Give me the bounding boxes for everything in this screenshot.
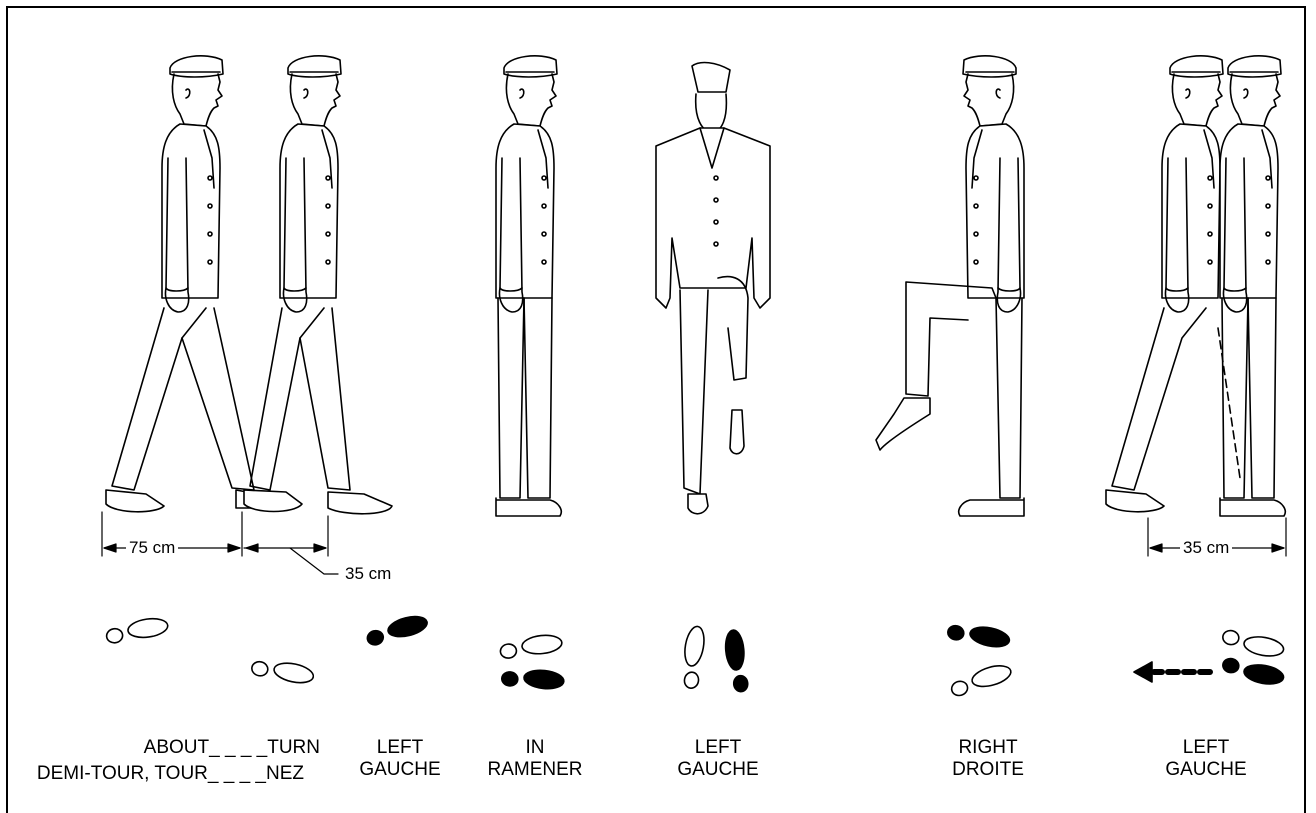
- label-left-2-en: LEFT: [658, 737, 778, 759]
- dimension-35cm-a: [244, 516, 338, 574]
- label-left-3-en: LEFT: [1146, 737, 1266, 759]
- footprints-left-1: [365, 613, 430, 646]
- label-right: RIGHT DROITE: [928, 737, 1048, 781]
- label-left-2-fr: GAUCHE: [658, 759, 778, 781]
- footprints-right: [947, 619, 1014, 697]
- label-left-2: LEFT GAUCHE: [658, 737, 778, 781]
- soldier-figure-3: [496, 56, 561, 516]
- label-about-turn-fr: DEMI-TOUR, TOUR_ _ _ _NEZ: [8, 763, 304, 785]
- soldier-figure-1: [106, 56, 258, 512]
- label-right-en: RIGHT: [928, 737, 1048, 759]
- footprints-about-turn: [105, 616, 315, 686]
- label-in-fr: RAMENER: [470, 759, 600, 781]
- label-right-fr: DROITE: [928, 759, 1048, 781]
- measurement-35cm-b: 35 cm: [1180, 538, 1232, 558]
- soldier-figure-5: [876, 56, 1024, 516]
- label-in-en: IN: [470, 737, 600, 759]
- label-in: IN RAMENER: [470, 737, 600, 781]
- soldier-figure-2: [244, 56, 392, 514]
- footprints-left-3: [1134, 629, 1285, 686]
- soldier-figure-6b: [1218, 56, 1285, 516]
- footprints-left-2: [678, 625, 748, 693]
- footprints-in: [499, 633, 565, 691]
- label-about-turn-en: ABOUT_ _ _ _TURN: [120, 737, 320, 759]
- measurement-35cm-a: 35 cm: [342, 564, 394, 584]
- measurement-75cm: 75 cm: [126, 538, 178, 558]
- label-left-1: LEFT GAUCHE: [340, 737, 460, 781]
- label-left-3: LEFT GAUCHE: [1146, 737, 1266, 781]
- label-about-turn: ABOUT_ _ _ _TURN: [120, 737, 320, 759]
- label-left-3-fr: GAUCHE: [1146, 759, 1266, 781]
- soldier-figure-6a: [1106, 56, 1223, 512]
- label-left-1-en: LEFT: [340, 737, 460, 759]
- label-left-1-fr: GAUCHE: [340, 759, 460, 781]
- soldier-figure-4-front: [656, 63, 770, 514]
- label-about-turn-fr-wrap: DEMI-TOUR, TOUR_ _ _ _NEZ: [8, 763, 304, 785]
